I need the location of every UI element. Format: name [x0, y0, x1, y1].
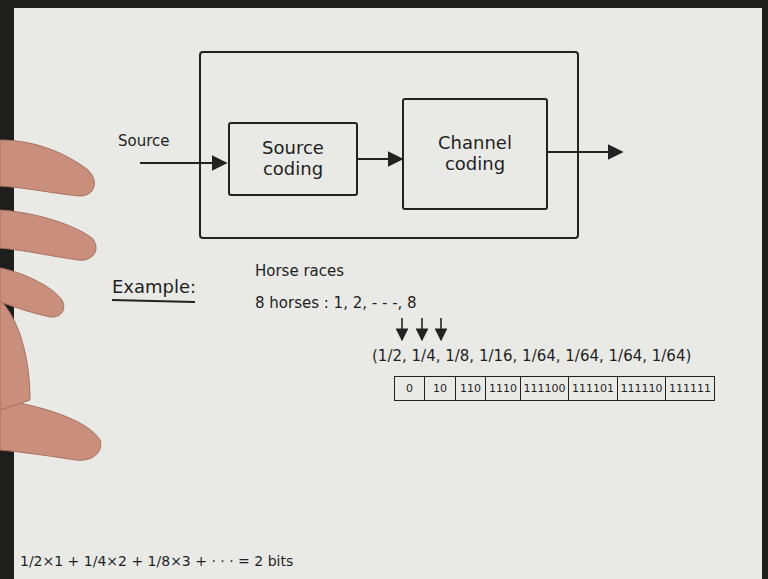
input-arrow [140, 162, 226, 164]
input-label: Source [118, 132, 170, 150]
table-cell: 111110 [617, 376, 667, 401]
codeword-table: 0101101110111100111101111110111111 [395, 376, 715, 401]
table-cell: 111101 [568, 376, 618, 401]
box-label: Source coding [234, 134, 352, 183]
output-arrow [548, 151, 622, 153]
mapping-arrow [421, 318, 423, 340]
hand [0, 140, 101, 460]
mapping-arrow [401, 318, 403, 340]
flow-arrow [358, 158, 402, 160]
note: 1/2×1 + 1/4×2 + 1/8×3 + · · · = 2 bits [20, 553, 293, 570]
system-outline [200, 52, 578, 238]
table-cell: 10 [424, 376, 456, 401]
box-label: Channel coding [421, 129, 529, 178]
process-box: Source coding [228, 122, 358, 196]
underline [112, 300, 195, 302]
table-cell: 0 [394, 376, 426, 401]
table-cell: 111111 [665, 376, 715, 401]
example-title: Horse races [255, 262, 344, 280]
process-box: Channel coding [402, 98, 548, 210]
table-cell: 111100 [520, 376, 570, 401]
example-heading: Example: [112, 276, 196, 298]
mapping-arrow [440, 318, 442, 340]
table-cell: 110 [455, 376, 487, 401]
horse-list: 8 horses : 1, 2, - - -, 8 [255, 294, 417, 312]
probability-list: (1/2, 1/4, 1/8, 1/16, 1/64, 1/64, 1/64, … [372, 347, 691, 365]
table-cell: 1110 [485, 376, 521, 401]
